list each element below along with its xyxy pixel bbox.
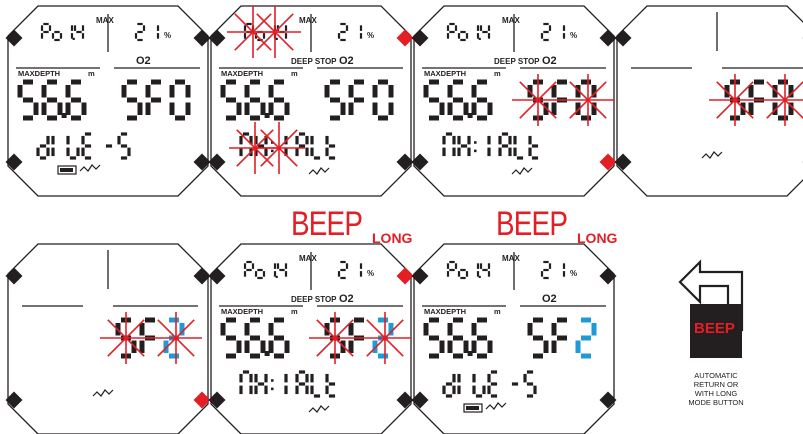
max-label: MAX — [502, 254, 520, 263]
maxdepth-label: MAXDEPTH — [18, 69, 60, 78]
watch-screen-7: MAX% MAXDEPTH m O2 — [412, 244, 617, 434]
beep-label-1: BEEP — [291, 207, 362, 241]
max-label: MAX — [299, 254, 317, 263]
deep-stop-label: DEEP STOP — [291, 295, 337, 304]
o2-header-label: O2 — [136, 55, 151, 67]
maxdepth-label: MAXDEPTH — [221, 69, 263, 78]
max-label: MAX — [96, 16, 114, 25]
deep-stop-label: DEEP STOP — [494, 57, 540, 66]
battery-icon — [466, 406, 479, 410]
caption-line: AUTOMATIC — [666, 371, 766, 380]
unit-label: m — [88, 69, 95, 78]
blink-indicator-mode — [253, 122, 305, 174]
lcd-colon — [474, 150, 477, 153]
beep-icon-text: BEEP — [694, 320, 735, 337]
unit-label: m — [494, 69, 501, 78]
blink-indicator-ppo2 — [249, 6, 301, 58]
o2-header-label: O2 — [339, 293, 354, 305]
lcd-dot — [73, 38, 75, 40]
maxdepth-label: MAXDEPTH — [221, 307, 263, 316]
blink-indicator-sf — [709, 74, 761, 126]
percent-label: % — [164, 31, 171, 40]
caption-line: MODE BUTTON — [666, 398, 766, 407]
watch-screen-2: MAX% DEEP STOP MAXDEPTH m O2 — [209, 6, 414, 196]
lcd-colon — [271, 388, 274, 391]
watch-screen-6: MAX% DEEP STOP MAXDEPTH m O2 — [209, 244, 414, 434]
unit-label: m — [291, 307, 298, 316]
max-label: MAX — [502, 16, 520, 25]
maxdepth-label: MAXDEPTH — [424, 69, 466, 78]
lcd-colon — [271, 379, 274, 382]
watch-screen-1: MAX% MAXDEPTH m O2 — [6, 6, 211, 196]
percent-label: % — [367, 31, 374, 40]
unit-label: m — [291, 69, 298, 78]
o2-header-label: O2 — [542, 293, 557, 305]
watch-screen-4 — [615, 6, 803, 196]
unit-label: m — [494, 307, 501, 316]
return-arrow-icon: BEEP — [680, 262, 742, 358]
watch-screen-3: MAX% DEEP STOP MAXDEPTH m O2 — [412, 6, 617, 196]
long-label-1: LONG — [372, 231, 412, 245]
blink-indicator-sf — [562, 74, 614, 126]
watch-screen-5 — [6, 244, 211, 434]
o2-header-label: O2 — [339, 55, 354, 67]
blink-indicator-sf — [100, 312, 152, 364]
caption-line: WITH LONG — [666, 389, 766, 398]
blink-indicator-sf — [512, 74, 564, 126]
blink-indicator-sf — [359, 312, 411, 364]
percent-label: % — [570, 31, 577, 40]
percent-label: % — [367, 269, 374, 278]
blink-indicator-sf — [309, 312, 361, 364]
lcd-dot — [479, 276, 481, 278]
lcd-colon — [271, 150, 274, 153]
lcd-colon — [474, 141, 477, 144]
watch-bezel — [617, 6, 803, 196]
blink-indicator-sf — [150, 312, 202, 364]
maxdepth-label: MAXDEPTH — [424, 307, 466, 316]
caption-line: RETURN OR — [666, 380, 766, 389]
battery-icon — [60, 168, 73, 172]
max-label: MAX — [299, 16, 317, 25]
lcd-dot — [479, 38, 481, 40]
beep-label-2: BEEP — [496, 207, 567, 241]
legend-caption: AUTOMATIC RETURN OR WITH LONG MODE BUTTO… — [666, 371, 766, 407]
o2-header-label: O2 — [542, 55, 557, 67]
long-label-2: LONG — [577, 231, 617, 245]
percent-label: % — [570, 269, 577, 278]
deep-stop-label: DEEP STOP — [291, 57, 337, 66]
lcd-dot — [276, 276, 278, 278]
lcd-dot — [276, 38, 278, 40]
